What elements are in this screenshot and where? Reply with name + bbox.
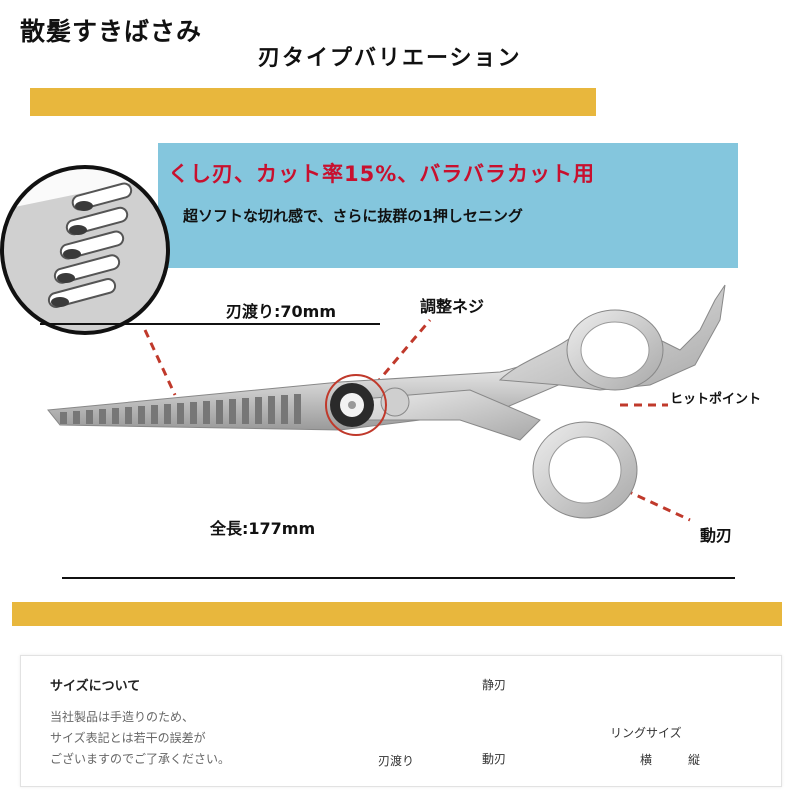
feature-headline: くし刃、カット率15%、バラバラカット用 [168, 162, 596, 186]
page-subtitle: 刃タイプバリエーション [258, 46, 522, 71]
feature-box [158, 143, 738, 268]
size-info-title: サイズについて [50, 679, 141, 694]
size-note-line: ございますのでご了承ください。 [50, 752, 231, 766]
feature-description: 超ソフトな切れ感で、さらに抜群の1押しセニング [183, 207, 523, 225]
size-info-panel [20, 655, 782, 787]
scissors-drawing [47, 284, 726, 519]
ring-vertical-label: 縦 [688, 753, 701, 767]
adjust-screw-label: 調整ネジ [420, 297, 485, 316]
ring-size-label: リングサイズ [610, 726, 682, 740]
static-blade-label: 静刃 [482, 678, 507, 692]
size-note-line: サイズ表記とは若干の誤差が [50, 731, 206, 745]
blade-length-label: 刃渡り:70mm [226, 302, 337, 321]
moving-blade-small-label: 動刃 [482, 752, 507, 766]
size-note-line: 当社製品は手造りのため、 [50, 710, 195, 724]
moving-blade-label: 動刃 [700, 526, 733, 545]
gold-band-top [30, 88, 596, 116]
total-length-label: 全長:177mm [210, 519, 316, 538]
ring-horizontal-label: 横 [640, 753, 653, 767]
teeth-closeup [0, 165, 170, 335]
page-title: 散髪すきばさみ [20, 17, 203, 46]
gold-band-bottom [12, 602, 782, 626]
blade-length-small-label: 刃渡り [378, 754, 415, 768]
hit-point-label: ヒットポイント [670, 392, 762, 407]
